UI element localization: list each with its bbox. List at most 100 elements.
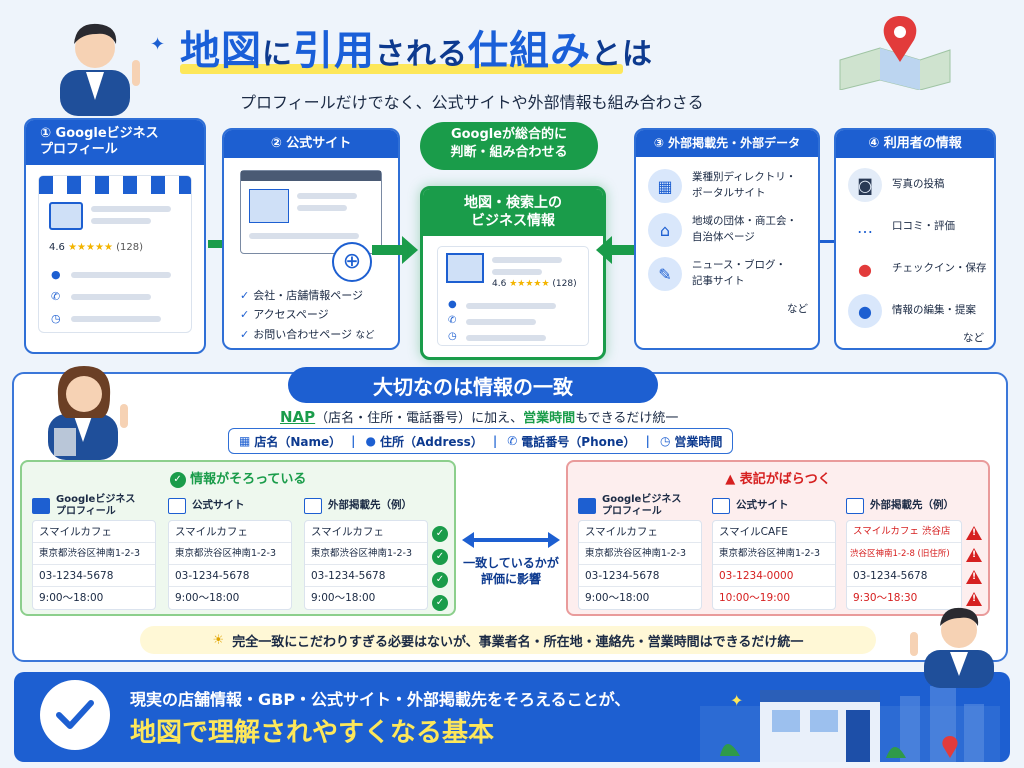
legend-name: 店名（Name） (254, 434, 342, 449)
source-label: 公式サイト (736, 499, 789, 512)
row-name: スマイルカフェ (579, 521, 701, 543)
check-icon: ✓ (240, 327, 250, 341)
store-icon (249, 189, 289, 224)
connector-line (820, 240, 834, 243)
browser-icon (168, 498, 186, 514)
check-circle-icon: ✓ (432, 595, 448, 611)
lightbulb-icon: ☀ (212, 632, 225, 648)
article-icon: ✎ (648, 257, 682, 291)
location-icon: ● (448, 299, 457, 310)
source-label: 公式サイト (192, 499, 245, 512)
government-building-icon: ⌂ (648, 213, 682, 247)
rating-value: 4.6 (492, 279, 507, 289)
footer-line-2: 地図で理解されやすくなる基本 (130, 712, 494, 749)
storefront-illustration: ✦ (700, 676, 1000, 762)
panel-title: 表記がばらつく (739, 472, 831, 487)
list-icon (846, 498, 864, 514)
presenter-woman-illustration (30, 356, 140, 460)
clock-icon: ◷ (448, 331, 457, 342)
source-header: 外部掲載先（例） (304, 492, 428, 520)
source-label: 外部掲載先（例） (328, 499, 412, 512)
footer-highlight: 地図で理解されやすくなる基本 (130, 718, 495, 748)
etc-label: など (355, 329, 375, 341)
profile-mock: 4.6 ★★★★★ (128) ● ✆ ◷ (437, 246, 589, 346)
list-item: 情報の編集・提案 (892, 304, 976, 317)
info-rows: スマイルカフェ 渋谷店 渋谷区神南1-2-8 (旧住所) 03-1234-567… (846, 520, 962, 610)
row-address: 東京都渋谷区神南1-2-3 (713, 543, 835, 565)
double-arrow-icon (462, 532, 560, 548)
page-title: 地図に引用される仕組みとは (180, 28, 653, 74)
source-label: Googleビジネス プロフィール (602, 493, 682, 518)
globe-icon: ⊕ (332, 242, 372, 282)
phone-icon: ✆ (507, 434, 518, 448)
info-rows: スマイルカフェ 東京都渋谷区神南1-2-3 03-1234-5678 9:00〜… (304, 520, 428, 610)
check-icon: ✓ (240, 289, 250, 302)
warning-icon: ! (966, 548, 982, 562)
store-icon: ▦ (239, 434, 251, 448)
list-item: 業種別ディレクトリ・ ポータルサイト (692, 171, 797, 199)
section-title: 大切なのは情報の一致 (288, 367, 658, 403)
list-item: お問い合わせページ (253, 327, 352, 341)
user-icon: ● (848, 294, 882, 329)
star-rating-icon: ★★★★★ (68, 241, 117, 253)
card-official-site: ② 公式サイト ⊕ ✓会社・店舗情報ページ ✓アクセスページ ✓お問い合わせペー… (222, 128, 400, 350)
store-icon (446, 253, 484, 283)
row-address: 東京都渋谷区神南1-2-3 (305, 543, 427, 565)
info-rows: スマイルカフェ 東京都渋谷区神南1-2-3 03-1234-5678 9:00〜… (32, 520, 156, 610)
list-item: 口コミ・評価 (892, 220, 955, 233)
browser-icon (712, 498, 730, 514)
profile-mock: 4.6 ★★★★★ (128) ● ✆ ◷ (38, 174, 192, 333)
card-user-info: ④ 利用者の情報 ◙写真の投稿 …口コミ・評価 ●チェックイン・保存 ●情報の編… (834, 128, 996, 350)
card-google-business-profile: ① Googleビジネス プロフィール 4.6 ★★★★★ (128) ● ✆ … (24, 118, 206, 354)
check-circle-icon: ✓ (432, 572, 448, 588)
legend-hours: 営業時間 (674, 434, 723, 449)
row-phone: 03-1234-5678 (305, 565, 427, 587)
page-subtitle: プロフィールだけでなく、公式サイトや外部情報も組み合わさる (240, 93, 704, 112)
legend-address: 住所（Address） (380, 434, 483, 449)
nap-hours: 営業時間 (523, 411, 576, 426)
warning-icon: ! (966, 526, 982, 540)
location-icon: ● (365, 434, 377, 448)
phone-icon: ✆ (448, 315, 457, 326)
source-header: 公式サイト (712, 492, 836, 520)
row-hours: 9:00〜18:00 (175, 592, 240, 604)
warning-icon: ▲ (725, 472, 736, 487)
row-name: スマイルカフェ (169, 521, 291, 543)
nap-desc: （店名・住所・電話番号）に加え、 (315, 411, 524, 426)
card-title: ④ 利用者の情報 (836, 130, 994, 159)
panel-title-wrap: ✓ 情報がそろっている (22, 468, 454, 488)
tip-text: 完全一致にこだわりすぎる必要はないが、事業者名・所在地・連絡先・営業時間はできる… (232, 634, 804, 650)
card-external-data: ③ 外部掲載先・外部データ ▦業種別ディレクトリ・ ポータルサイト ⌂地域の団体… (634, 128, 820, 350)
row-name: スマイルカフェ (305, 521, 427, 543)
source-label: Googleビジネス プロフィール (56, 493, 136, 518)
chat-icon: … (848, 210, 882, 245)
presenter-man-illustration (40, 10, 150, 116)
consistent-info-panel: ✓ 情報がそろっている Googleビジネス プロフィール スマイルカフェ 東京… (20, 460, 456, 616)
etc-label: など (963, 332, 984, 345)
check-circle-icon: ✓ (169, 471, 186, 488)
site-page-list: ✓会社・店舗情報ページ ✓アクセスページ ✓お問い合わせページ など (240, 286, 375, 344)
warning-icon: ! (966, 592, 982, 606)
review-count: (128) (552, 279, 577, 289)
footer-line-1: 現実の店舗情報・GBP・公式サイト・外部掲載先をそろえることが、 (130, 690, 631, 709)
list-item: アクセスページ (253, 308, 329, 322)
panel-title-wrap: ▲ 表記がばらつく (568, 468, 988, 487)
check-circle-icon (40, 680, 110, 750)
nap-label: NAP (280, 408, 316, 426)
card-map-business-info: 地図・検索上の ビジネス情報 4.6 ★★★★★ (128) ● ✆ ◷ (420, 186, 606, 360)
source-label: 外部掲載先（例） (870, 499, 954, 512)
etc-label: など (787, 303, 808, 315)
row-hours: 9:00〜18:00 (39, 592, 104, 604)
browser-mock (240, 170, 382, 255)
rating-value: 4.6 (49, 241, 65, 253)
store-icon (32, 498, 50, 514)
check-circle-icon: ✓ (432, 526, 448, 542)
info-rows: スマイルカフェ 東京都渋谷区神南1-2-3 03-1234-5678 9:00〜… (168, 520, 292, 610)
card-title: 地図・検索上の ビジネス情報 (423, 189, 603, 236)
row-name: スマイルカフェ 渋谷店 (847, 521, 961, 543)
map-pin-illustration (830, 10, 960, 91)
sparkle-icon: ✦ (150, 34, 166, 55)
star-rating-icon: ★★★★★ (509, 279, 550, 289)
list-item: チェックイン・保存 (892, 262, 987, 275)
store-icon (578, 498, 596, 514)
